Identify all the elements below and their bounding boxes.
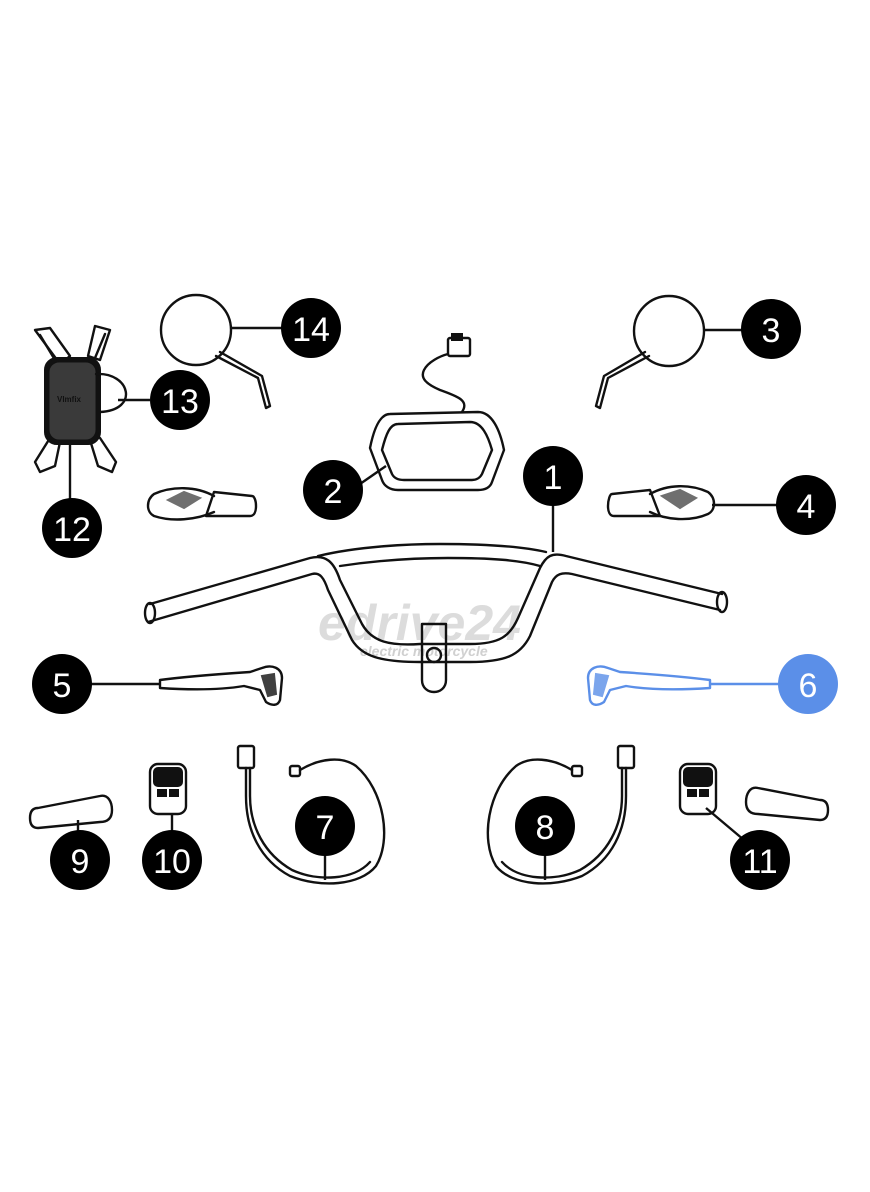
- callout-3[interactable]: 3: [741, 299, 801, 359]
- handlebar-drawing: [143, 500, 729, 694]
- phone-holder-drawing: Vlmfix: [33, 324, 150, 500]
- callout-12-label: 12: [53, 511, 91, 549]
- callout-12[interactable]: 12: [42, 498, 102, 558]
- callout-2-label: 2: [324, 473, 343, 511]
- callout-13-label: 13: [161, 383, 199, 421]
- callout-4[interactable]: 4: [776, 475, 836, 535]
- mirror-left-drawing: [159, 293, 282, 410]
- turn-signal-left-drawing: [146, 487, 258, 521]
- callout-7-label: 7: [316, 809, 335, 847]
- switch-right-drawing: [678, 762, 745, 841]
- mirror-right-drawing: [594, 294, 745, 410]
- grip-left-drawing: [28, 794, 114, 832]
- callout-10-label: 10: [153, 843, 191, 881]
- callout-8[interactable]: 8: [515, 796, 575, 856]
- callout-9-label: 9: [71, 843, 90, 881]
- callout-11[interactable]: 11: [730, 830, 790, 890]
- watermark: edrive24 electric motorcycle: [318, 595, 521, 659]
- callout-10[interactable]: 10: [142, 830, 202, 890]
- callout-11-label: 11: [742, 843, 777, 881]
- callout-4-label: 4: [797, 488, 816, 526]
- callout-6[interactable]: 6: [778, 654, 838, 714]
- callout-7[interactable]: 7: [295, 796, 355, 856]
- brake-lever-left-drawing: [90, 665, 284, 706]
- switch-left-drawing: [148, 762, 188, 832]
- callout-1-label: 1: [544, 459, 563, 497]
- grip-right-drawing: [744, 786, 830, 822]
- callout-3-label: 3: [762, 312, 781, 350]
- callout-9[interactable]: 9: [50, 830, 110, 890]
- callout-5-label: 5: [53, 667, 72, 705]
- turn-signal-right-drawing: [606, 485, 780, 521]
- callout-14[interactable]: 14: [281, 298, 341, 358]
- watermark-tagline: electric motorcycle: [360, 643, 488, 659]
- cable-left-drawing: [236, 744, 386, 885]
- brake-lever-right-drawing: [586, 665, 780, 706]
- display-drawing: [359, 333, 506, 492]
- phone-holder-logo: Vlmfix: [57, 395, 82, 404]
- callout-2[interactable]: 2: [303, 460, 363, 520]
- callout-13[interactable]: 13: [150, 370, 210, 430]
- callout-8-label: 8: [536, 809, 555, 847]
- callout-5[interactable]: 5: [32, 654, 92, 714]
- callout-14-label: 14: [292, 311, 330, 349]
- callout-6-label: 6: [799, 667, 818, 705]
- callout-1[interactable]: 1: [523, 446, 583, 506]
